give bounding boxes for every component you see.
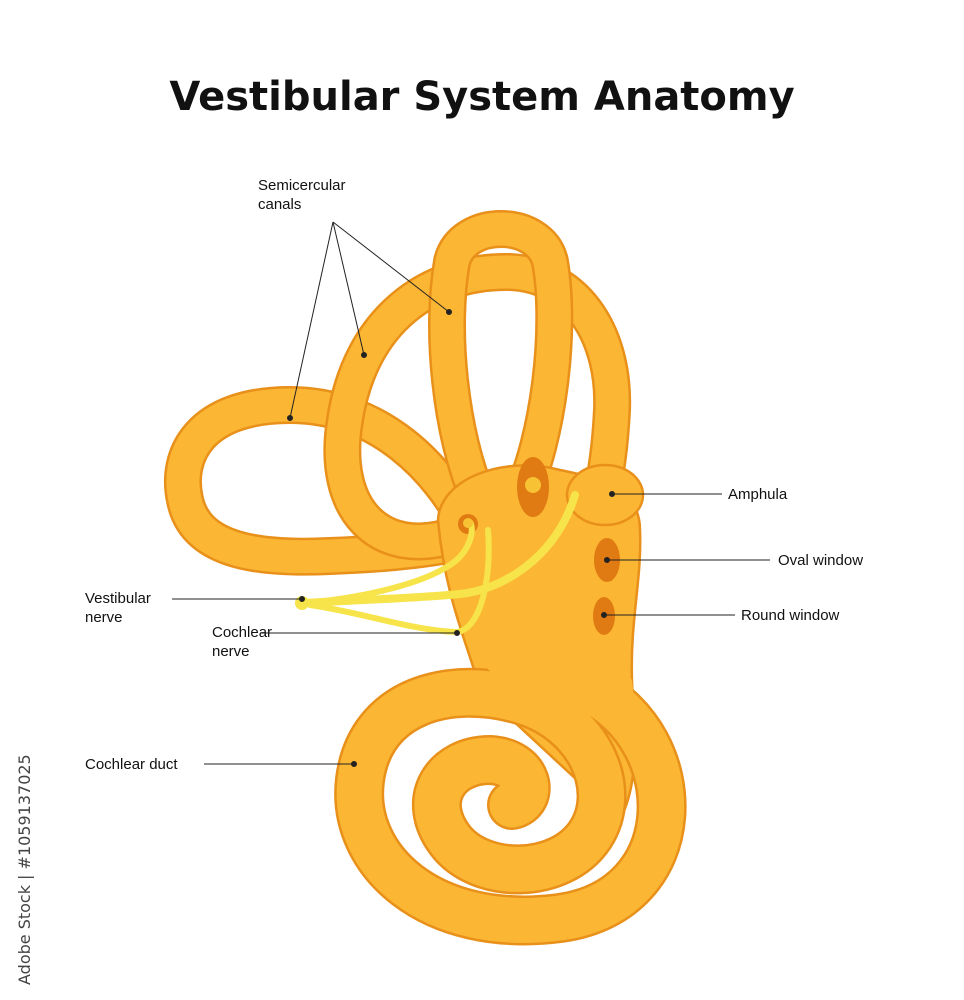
label-round-window: Round window xyxy=(741,607,840,624)
leader-vestibular-nerve-dot xyxy=(299,596,305,602)
leader-cochlear-nerve-dot xyxy=(454,630,460,636)
label-oval-window: Oval window xyxy=(778,552,863,569)
cochlea-spiral xyxy=(336,667,685,943)
label-cochlear-nerve-line1: Cochlear xyxy=(212,624,272,641)
lateral-semicircular-canal-fill xyxy=(166,388,487,574)
leader-canal-3 xyxy=(332,221,450,313)
diagram-title: Vestibular System Anatomy xyxy=(169,74,794,120)
leader-round-window-dot xyxy=(601,612,607,618)
label-semicircular-canals-line1: Semicercular xyxy=(258,177,346,194)
leader-canal-3-dot xyxy=(446,309,452,315)
ampulla-nerve-dot xyxy=(525,477,541,493)
leader-canal-1-dot xyxy=(287,415,293,421)
vestibular-nerve xyxy=(298,491,579,607)
leader-oval-window-dot xyxy=(604,557,610,563)
leader-canal-1 xyxy=(289,221,334,419)
leader-canal-2-dot xyxy=(361,352,367,358)
superior-semicircular-canal-fill xyxy=(430,212,571,515)
label-vestibular-nerve-line1: Vestibular xyxy=(85,590,151,607)
leader-amphula-dot xyxy=(609,491,615,497)
label-cochlear-nerve-line2: nerve xyxy=(212,643,250,660)
label-semicircular-canals-line2: canals xyxy=(258,196,301,213)
leader-canal-2 xyxy=(332,221,365,356)
labels: Semicercular canals Amphula Oval window … xyxy=(85,177,863,773)
labyrinth xyxy=(163,210,687,946)
label-vestibular-nerve-line2: nerve xyxy=(85,609,123,626)
leader-cochlear-duct-dot xyxy=(351,761,357,767)
leader-lines xyxy=(172,221,770,767)
label-amphula: Amphula xyxy=(728,486,788,503)
lateral-nerve-dot xyxy=(463,518,473,528)
vestibule-cochlea-junction xyxy=(480,646,640,760)
stock-id-text: Adobe Stock | #1059137025 xyxy=(15,754,34,985)
ampulla xyxy=(565,463,645,527)
vestibular-nerve-branch xyxy=(302,519,475,606)
label-cochlear-duct: Cochlear duct xyxy=(85,756,178,773)
